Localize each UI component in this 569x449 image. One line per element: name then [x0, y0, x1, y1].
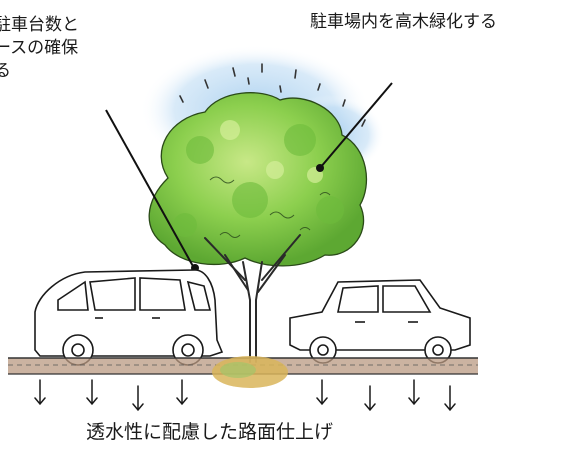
sedan: [289, 279, 471, 364]
parking-capacity-label-line-1: 駐車台数と: [0, 15, 79, 35]
tree-greening-label: 駐車場内を高木緑化する: [310, 12, 497, 32]
ground-surface: [8, 356, 478, 388]
permeable-pavement-label: 透水性に配慮した路面仕上げ: [86, 421, 334, 443]
rain-strokes: [179, 63, 366, 127]
parking-capacity-label-line-3: る: [0, 61, 11, 81]
tree-greening-callout-line: [319, 82, 393, 169]
van: [34, 269, 224, 366]
tree-trunk: [204, 234, 301, 363]
infiltration-arrows: [34, 379, 456, 412]
parking-capacity-label: 駐車台数と ースの確保 る: [0, 14, 79, 83]
tree-canopy: [148, 92, 367, 267]
tree-greening-callout-dot: [316, 164, 324, 172]
parking-capacity-label-line-2: ースの確保: [0, 38, 79, 58]
parking-capacity-callout-line: [105, 109, 195, 269]
